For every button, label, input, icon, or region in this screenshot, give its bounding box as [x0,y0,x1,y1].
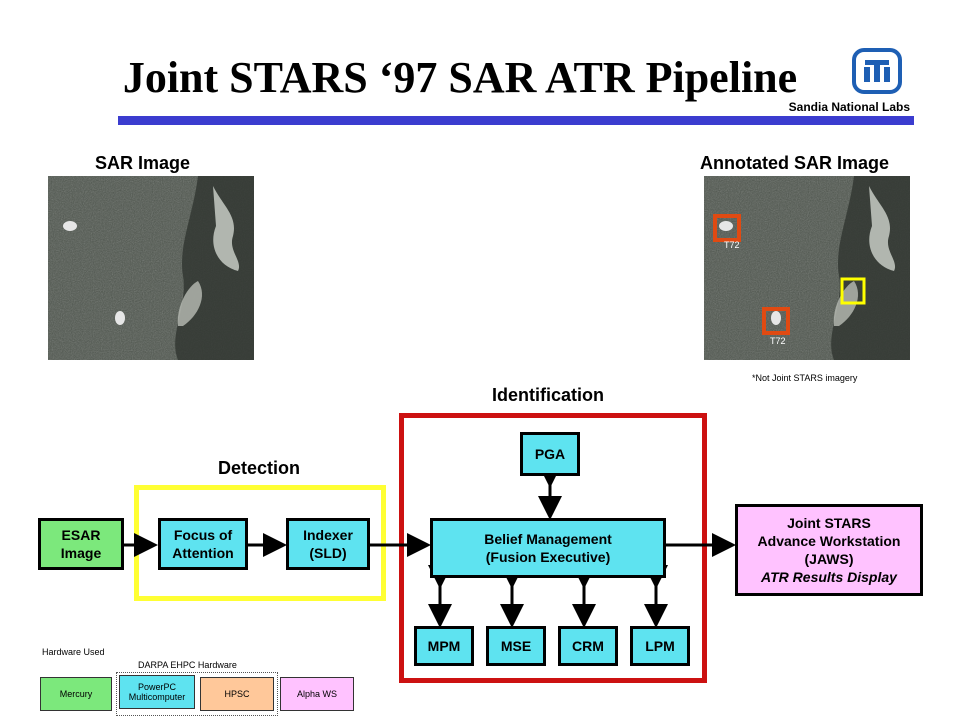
jaws-line-3: (JAWS) [804,551,854,567]
identification-region [399,413,707,683]
darpa-hardware-group [116,672,278,716]
organization-label: Sandia National Labs [788,100,910,114]
identification-label: Identification [492,385,604,405]
title-underline-bar [118,116,914,125]
target-label-2: T72 [770,336,786,346]
jaws-block: Joint STARS Advance Workstation (JAWS) A… [735,504,923,596]
annotated-sar-image: T72 T72 [704,176,910,360]
imagery-footnote: *Not Joint STARS imagery [752,373,858,383]
target-box-2 [762,307,790,335]
indexer-block: Indexer (SLD) [286,518,370,570]
hardware-hpsc: HPSC [200,677,274,711]
jaws-line-1: Joint STARS [787,515,871,531]
hardware-used-label: Hardware Used [42,647,105,657]
hardware-alpha-ws: Alpha WS [280,677,354,711]
mse-block: MSE [486,626,546,666]
annotated-sar-image-title: Annotated SAR Image [700,153,890,173]
mpm-block: MPM [414,626,474,666]
page-title: Joint STARS ‘97 SAR ATR Pipeline [122,53,798,102]
sar-image-title: SAR Image [95,153,191,173]
lpm-block: LPM [630,626,690,666]
belief-management-block: Belief Management (Fusion Executive) [430,518,666,578]
focus-of-attention-block: Focus of Attention [158,518,248,570]
hardware-powerpc: PowerPC Multicomputer [119,675,195,709]
esar-image-block: ESAR Image [38,518,124,570]
sar-image [48,176,254,360]
detection-label: Detection [218,458,301,478]
pga-block: PGA [520,432,580,476]
jaws-line-2: Advance Workstation [757,533,901,549]
jaws-line-4: ATR Results Display [761,569,897,585]
target-box-yellow [840,277,866,305]
crm-block: CRM [558,626,618,666]
darpa-hardware-label: DARPA EHPC Hardware [138,660,237,670]
target-box-1 [713,214,741,242]
hardware-mercury: Mercury [40,677,112,711]
sandia-thunderbird-logo [852,48,902,94]
target-label-1: T72 [724,240,740,250]
